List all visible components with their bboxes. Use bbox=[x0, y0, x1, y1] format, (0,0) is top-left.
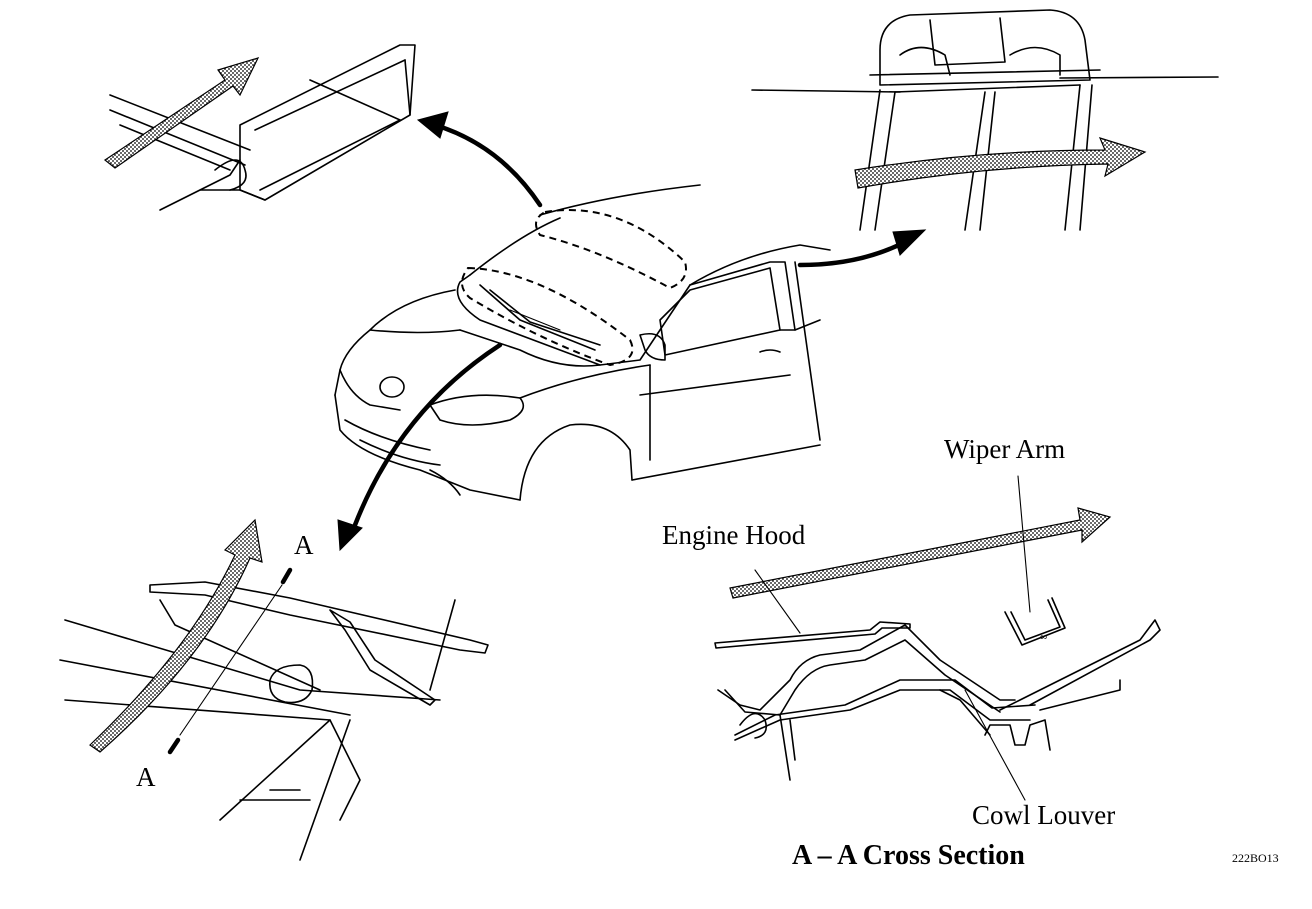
section-title: A – A Cross Section bbox=[792, 840, 1025, 871]
svg-text:∞: ∞ bbox=[1040, 632, 1047, 643]
direction-arrow-bottom-left bbox=[89, 518, 263, 753]
leader-cowl-louver bbox=[964, 689, 1026, 801]
leader-wiper-arm bbox=[1017, 475, 1031, 613]
figure-code: 222BO13 bbox=[1232, 851, 1279, 865]
inset-top-right bbox=[751, 9, 1219, 231]
label-cowl-louver: Cowl Louver bbox=[972, 800, 1116, 830]
label-engine-hood: Engine Hood bbox=[662, 520, 806, 550]
section-mark-line-top bbox=[280, 567, 293, 585]
cross-section-drawing: ∞ bbox=[714, 475, 1161, 801]
section-mark-bottom: A bbox=[136, 762, 156, 792]
section-mark-top: A bbox=[294, 530, 314, 560]
callout-arrow-bottom-left bbox=[352, 342, 503, 528]
direction-arrow-top-right bbox=[854, 137, 1147, 189]
direction-arrow-cross-section bbox=[729, 507, 1112, 599]
label-wiper-arm: Wiper Arm bbox=[944, 434, 1066, 464]
section-mark-line-bottom bbox=[167, 737, 181, 755]
inset-top-left bbox=[103, 44, 416, 211]
callout-arrow-top-left bbox=[432, 122, 543, 208]
inset-bottom-left bbox=[59, 518, 489, 861]
callout-arrow-top-right bbox=[797, 239, 908, 268]
direction-arrow-top-left bbox=[103, 57, 260, 169]
leader-engine-hood bbox=[754, 569, 801, 634]
car-illustration bbox=[334, 184, 831, 501]
